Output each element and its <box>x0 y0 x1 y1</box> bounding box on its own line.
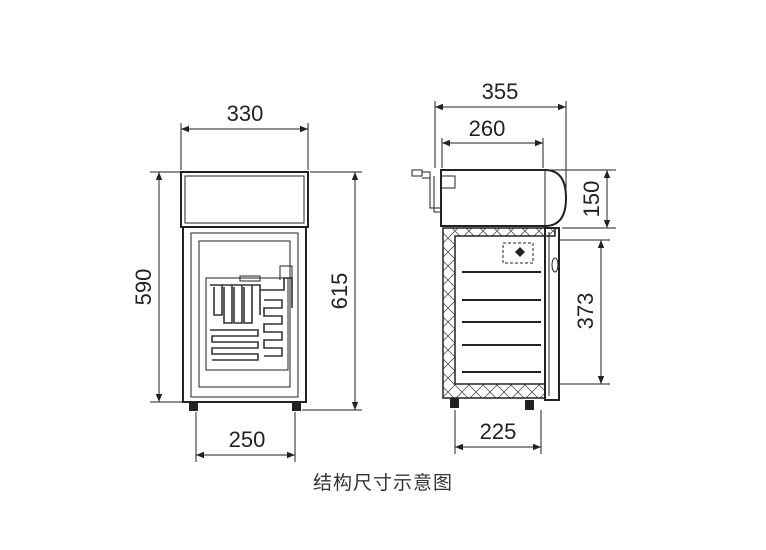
front-right-foot <box>292 402 301 411</box>
front-view: 330 590 615 250 <box>131 101 362 462</box>
front-left-foot <box>189 402 198 411</box>
dim-front-overall-height: 590 <box>131 269 156 306</box>
door-handle <box>551 257 559 273</box>
side-rear-foot <box>450 398 459 408</box>
dim-side-top-depth: 260 <box>469 116 506 141</box>
dim-side-body-height: 373 <box>573 293 598 330</box>
glass-door <box>544 227 560 401</box>
dim-side-overall-depth: 355 <box>482 79 519 104</box>
side-lightbox <box>440 169 568 227</box>
dim-front-base-width: 250 <box>229 427 266 452</box>
dim-side-top-height: 150 <box>579 181 604 218</box>
side-front-foot <box>525 400 534 410</box>
dim-side-base-depth: 225 <box>480 419 517 444</box>
side-view: 355 260 150 373 225 <box>411 79 616 454</box>
diagram-caption: 结构尺寸示意图 <box>312 472 453 494</box>
evaporator-coil <box>205 265 293 371</box>
side-cabinet <box>442 227 560 401</box>
front-cabinet <box>182 226 307 403</box>
dim-front-top-width: 330 <box>227 101 264 126</box>
front-lightbox <box>180 171 309 228</box>
power-plug <box>411 169 456 213</box>
dim-front-body-height: 615 <box>327 273 352 310</box>
